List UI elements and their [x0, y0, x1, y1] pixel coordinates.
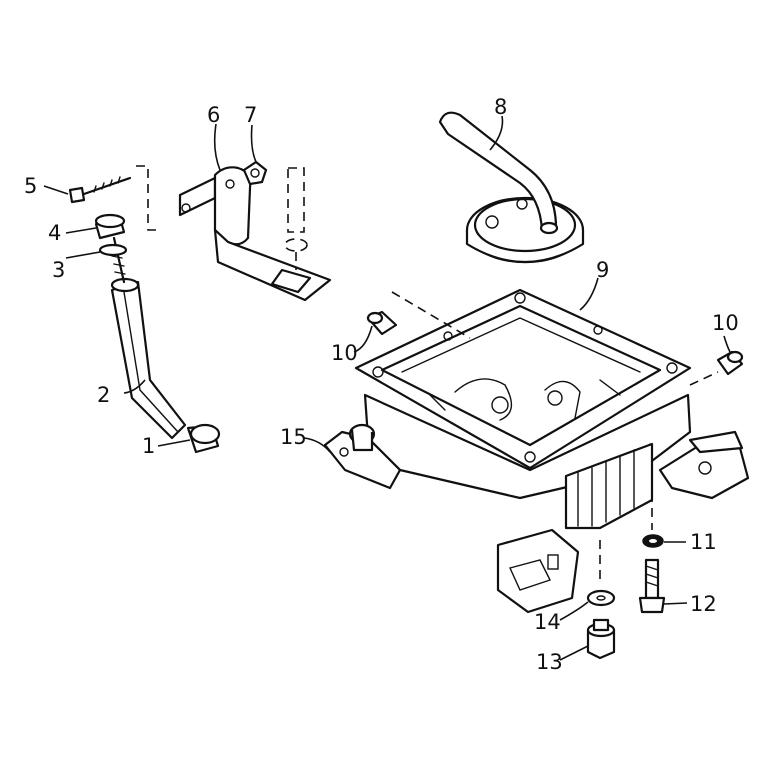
callout-11: 11: [690, 530, 717, 554]
bolt-part-12: [638, 558, 666, 614]
tube-bracket-part: [178, 166, 332, 302]
callout-10-right: 10: [712, 311, 739, 335]
fitting-part-10-right: [689, 350, 744, 386]
callout-1: 1: [142, 434, 155, 458]
washer-part-14: [586, 589, 616, 607]
callout-9: 9: [596, 258, 609, 282]
callout-14: 14: [534, 610, 561, 634]
callout-12: 12: [690, 592, 717, 616]
callout-2: 2: [97, 383, 110, 407]
drain-plug-part-13: [586, 618, 616, 660]
callout-8: 8: [494, 95, 507, 119]
callout-labels: 1 2 3 4 5 6 7 8 9 10 10 11 12 13 14 15: [24, 95, 739, 674]
leader-lines: [43, 115, 731, 661]
callout-5: 5: [24, 174, 37, 198]
dipstick-tube-part: [110, 277, 221, 454]
nut-part-7: [242, 160, 268, 186]
breather-part: [438, 111, 585, 264]
callout-4: 4: [48, 221, 61, 245]
o-ring-part: [98, 243, 128, 257]
screw-part-5: [68, 165, 160, 231]
dipstick-cap-part: [94, 213, 126, 240]
bracket-bolt-dashed: [284, 167, 308, 270]
callout-7: 7: [244, 103, 257, 127]
callout-10-left: 10: [331, 341, 358, 365]
callout-6: 6: [207, 103, 220, 127]
callout-13: 13: [536, 650, 563, 674]
callout-15: 15: [280, 425, 307, 449]
fitting-part-10-left: [366, 310, 398, 336]
callout-3: 3: [52, 258, 65, 282]
oil-pan-part: [323, 288, 750, 614]
lock-washer-part: [642, 534, 664, 548]
